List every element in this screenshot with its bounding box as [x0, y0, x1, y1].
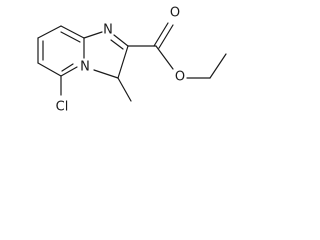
- bond-ch2-ch3: [209, 53, 227, 79]
- bond-c8a-n1: [83, 31, 103, 39]
- bond-c3-n4: [93, 69, 119, 79]
- bond-c2-c3: [117, 45, 129, 79]
- chemical-structure: N N O O Cl: [37, 6, 227, 115]
- pyridine-ring: [37, 25, 85, 77]
- imidazole-ring: [83, 31, 129, 79]
- bond-carbonyl-o-double-a: [153, 22, 169, 47]
- bond-n1-c2: [113, 34, 129, 47]
- bond-c8a-c8: [60, 25, 85, 39]
- atom-label-n4: N: [80, 60, 90, 75]
- bond-c5-n4: [60, 66, 78, 77]
- atom-label-carbonyl-oxygen: O: [170, 6, 180, 21]
- bond-c6-c5: [37, 62, 62, 77]
- bond-c3-methyl: [117, 77, 132, 102]
- atom-label-chlorine: Cl: [56, 100, 69, 115]
- substituents: [60, 22, 227, 102]
- bond-carbonyl-oester: [155, 45, 174, 70]
- bond-c8-c7: [37, 25, 62, 39]
- atom-label-ester-oxygen: O: [175, 70, 185, 85]
- bond-carbonyl-o-double-b: [158, 24, 174, 49]
- bond-c5-n4-double: [61, 63, 74, 72]
- atom-label-n1: N: [103, 23, 113, 38]
- bond-c8a-c8-double: [60, 31, 81, 43]
- bond-n1-c2-double: [110, 39, 124, 50]
